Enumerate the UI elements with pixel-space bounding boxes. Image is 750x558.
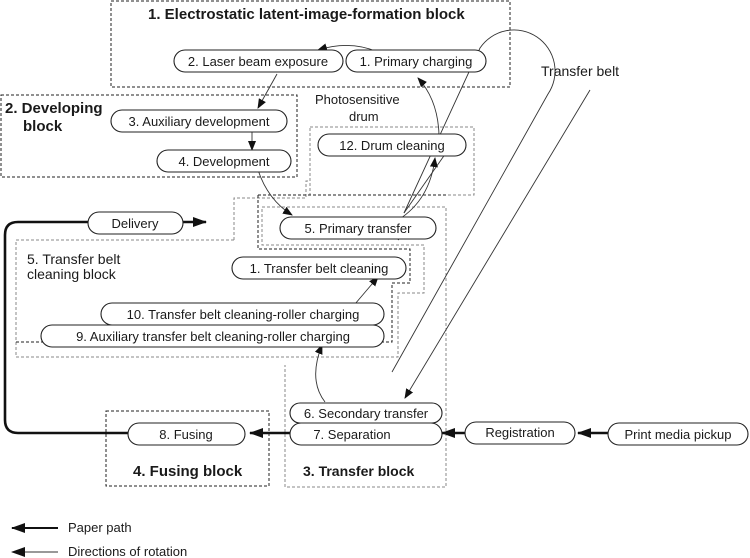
step-laser-exposure xyxy=(173,49,344,73)
label-belt-roller-charging: 10. Transfer belt cleaning-roller chargi… xyxy=(127,307,360,322)
label-registration: Registration xyxy=(485,425,554,440)
rotation-arrow-to-aux-roller xyxy=(314,344,326,403)
step-fusing xyxy=(127,422,246,446)
block-title-fusing: 4. Fusing block xyxy=(133,463,243,480)
label-drum-2: drum xyxy=(349,109,379,124)
rotation-arrow-exposure-to-aux xyxy=(257,73,278,109)
block-title-developing-2: block xyxy=(23,118,63,135)
legend-paper-path: Paper path xyxy=(68,520,132,535)
label-laser-exposure: 2. Laser beam exposure xyxy=(188,54,328,69)
block-title-developing-1: 2. Developing xyxy=(5,100,103,117)
label-development: 4. Development xyxy=(178,154,269,169)
belt-rotation-arrow xyxy=(404,89,591,399)
label-aux-development: 3. Auxiliary development xyxy=(129,114,270,129)
label-belt-cleaning: 1. Transfer belt cleaning xyxy=(250,261,389,276)
label-pickup: Print media pickup xyxy=(625,427,732,442)
legend-rotation: Directions of rotation xyxy=(68,544,187,558)
belt-cleaning-inner xyxy=(16,195,411,343)
step-drum-cleaning xyxy=(317,133,467,157)
rotation-arrow-transfer-to-drum-cleaning xyxy=(397,157,438,221)
label-transfer-belt: Transfer belt xyxy=(541,63,619,79)
step-belt-cleaning xyxy=(231,256,407,280)
rotation-arrow-dev-to-transfer xyxy=(257,169,293,216)
label-fusing: 8. Fusing xyxy=(159,427,212,442)
transfer-block-boundary xyxy=(16,206,447,488)
step-primary-transfer xyxy=(279,216,437,240)
block-title-electrostatic: 1. Electrostatic latent-image-formation … xyxy=(148,6,465,23)
label-drum-1: Photosensitive xyxy=(315,92,400,107)
label-secondary-transfer: 6. Secondary transfer xyxy=(304,406,429,421)
step-aux-belt-roller-charging xyxy=(40,324,385,348)
step-separation xyxy=(289,422,443,446)
label-drum-cleaning: 12. Drum cleaning xyxy=(339,138,445,153)
label-separation: 7. Separation xyxy=(313,427,390,442)
drum-cleaning-boundary xyxy=(309,126,475,196)
step-development xyxy=(156,149,292,173)
label-delivery: Delivery xyxy=(112,216,159,231)
block-title-transfer: 3. Transfer block xyxy=(303,463,414,479)
label-primary-charging: 1. Primary charging xyxy=(360,54,473,69)
fusing-block-boundary xyxy=(105,410,270,487)
developing-block-boundary xyxy=(0,94,298,178)
label-primary-transfer: 5. Primary transfer xyxy=(305,221,413,236)
rotation-arrow-to-belt-cleaning xyxy=(354,276,379,305)
step-primary-charging xyxy=(345,49,487,73)
step-aux-development xyxy=(110,109,288,133)
transfer-belt-loop xyxy=(391,29,556,373)
rotation-arrow-drum-to-charging xyxy=(417,77,440,136)
belt-line-upper xyxy=(403,149,449,214)
step-delivery xyxy=(87,211,184,235)
step-pickup xyxy=(607,422,749,446)
label-aux-belt-roller-charging: 9. Auxiliary transfer belt cleaning-roll… xyxy=(76,329,350,344)
electrostatic-block-boundary xyxy=(110,0,511,88)
block-title-belt-cleaning-1: 5. Transfer belt xyxy=(27,251,120,267)
paper-return-path xyxy=(3,220,128,435)
step-registration xyxy=(464,421,576,445)
block-title-belt-cleaning-2: cleaning block xyxy=(27,266,117,282)
belt-cleaning-link xyxy=(233,180,310,240)
